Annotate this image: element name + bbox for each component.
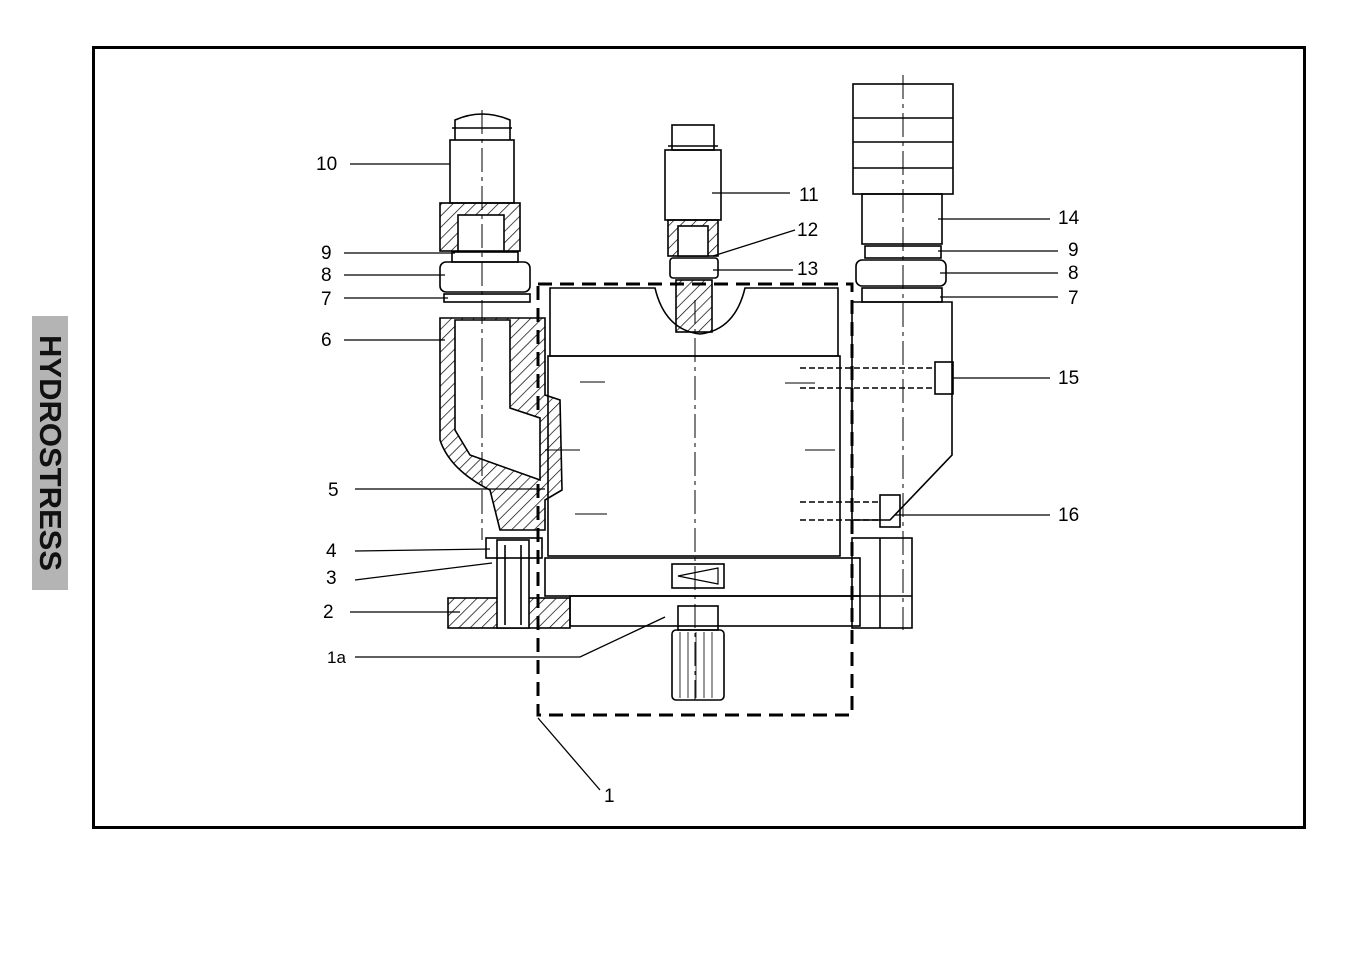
knob-knurl bbox=[680, 632, 712, 698]
callout-4: 4 bbox=[326, 541, 337, 562]
callout-16: 16 bbox=[1058, 505, 1079, 526]
callout-5: 5 bbox=[328, 480, 339, 501]
center-washer-13 bbox=[670, 258, 718, 278]
leader-3 bbox=[355, 563, 492, 580]
left-bolt bbox=[497, 540, 529, 628]
leader-12 bbox=[713, 230, 795, 256]
right-fitting-body bbox=[862, 194, 942, 244]
callout-7-right: 7 bbox=[1068, 288, 1079, 309]
callout-12: 12 bbox=[797, 220, 818, 241]
left-nut-8 bbox=[440, 262, 530, 292]
callout-13: 13 bbox=[797, 259, 818, 280]
callout-14: 14 bbox=[1058, 208, 1080, 229]
center-stem bbox=[676, 280, 712, 332]
callout-6: 6 bbox=[321, 330, 332, 351]
callout-2: 2 bbox=[323, 602, 334, 623]
callout-10: 10 bbox=[316, 154, 337, 175]
left-hex-bore bbox=[458, 215, 504, 251]
left-washer-9 bbox=[452, 252, 518, 262]
base-lower-plate bbox=[570, 596, 860, 626]
callout-3: 3 bbox=[326, 568, 337, 589]
direction-arrow-icon bbox=[678, 568, 718, 584]
assembly-drawing bbox=[440, 75, 953, 715]
leader-1 bbox=[538, 718, 600, 790]
right-bolt-15-head bbox=[935, 362, 953, 394]
callout-7-left: 7 bbox=[321, 289, 332, 310]
right-manifold bbox=[852, 302, 952, 520]
right-washer-7 bbox=[862, 288, 942, 302]
callout-9-right: 9 bbox=[1068, 240, 1079, 261]
center-fitting-11 bbox=[665, 150, 721, 220]
leader-4 bbox=[355, 549, 490, 551]
right-bolt-16-head bbox=[880, 495, 900, 527]
callout-1: 1 bbox=[604, 786, 615, 807]
callout-8-left: 8 bbox=[321, 265, 332, 286]
callout-8-right: 8 bbox=[1068, 263, 1079, 284]
right-fitting-14 bbox=[853, 84, 953, 194]
callout-1a: 1a bbox=[327, 648, 346, 667]
center-nut-bore bbox=[678, 226, 708, 256]
callout-9-left: 9 bbox=[321, 243, 332, 264]
left-washer-7 bbox=[444, 294, 530, 302]
callout-11: 11 bbox=[799, 185, 819, 206]
right-nut-8 bbox=[856, 260, 946, 286]
cylinder-body bbox=[548, 356, 840, 556]
callout-15: 15 bbox=[1058, 368, 1079, 389]
